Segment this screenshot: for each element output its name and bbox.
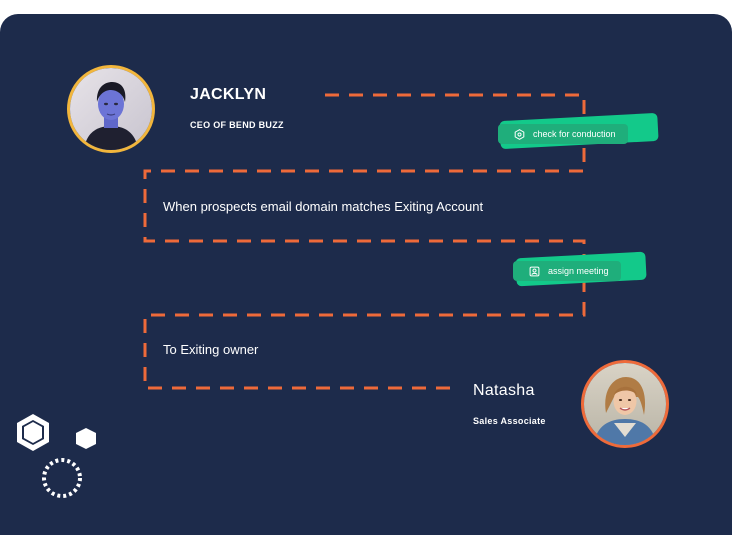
jacklyn-avatar	[67, 65, 155, 153]
jacklyn-title: CEO OF BEND BUZZ	[190, 120, 284, 130]
natasha-portrait-image	[584, 363, 666, 445]
jacklyn-portrait-image	[70, 68, 152, 150]
assign-meeting-tag[interactable]: assign meeting	[513, 261, 621, 281]
natasha-name: Natasha	[473, 382, 535, 399]
step-action-text: To Exiting owner	[163, 342, 259, 357]
dotted-circle-icon	[42, 458, 82, 498]
check-for-conduction-tag[interactable]: check for conduction	[498, 124, 628, 144]
check-for-conduction-label: check for conduction	[533, 129, 616, 139]
assign-meeting-label: assign meeting	[548, 266, 609, 276]
step-condition-text: When prospects email domain matches Exit…	[163, 199, 484, 214]
user-card-icon	[529, 266, 540, 276]
natasha-title: Sales Associate	[473, 416, 546, 426]
natasha-avatar	[581, 360, 669, 448]
hexagon-solid-icon	[76, 428, 96, 449]
decorative-shapes	[17, 414, 96, 498]
jacklyn-name: JACKLYN	[190, 86, 267, 103]
settings-hexagon-icon	[514, 128, 525, 140]
